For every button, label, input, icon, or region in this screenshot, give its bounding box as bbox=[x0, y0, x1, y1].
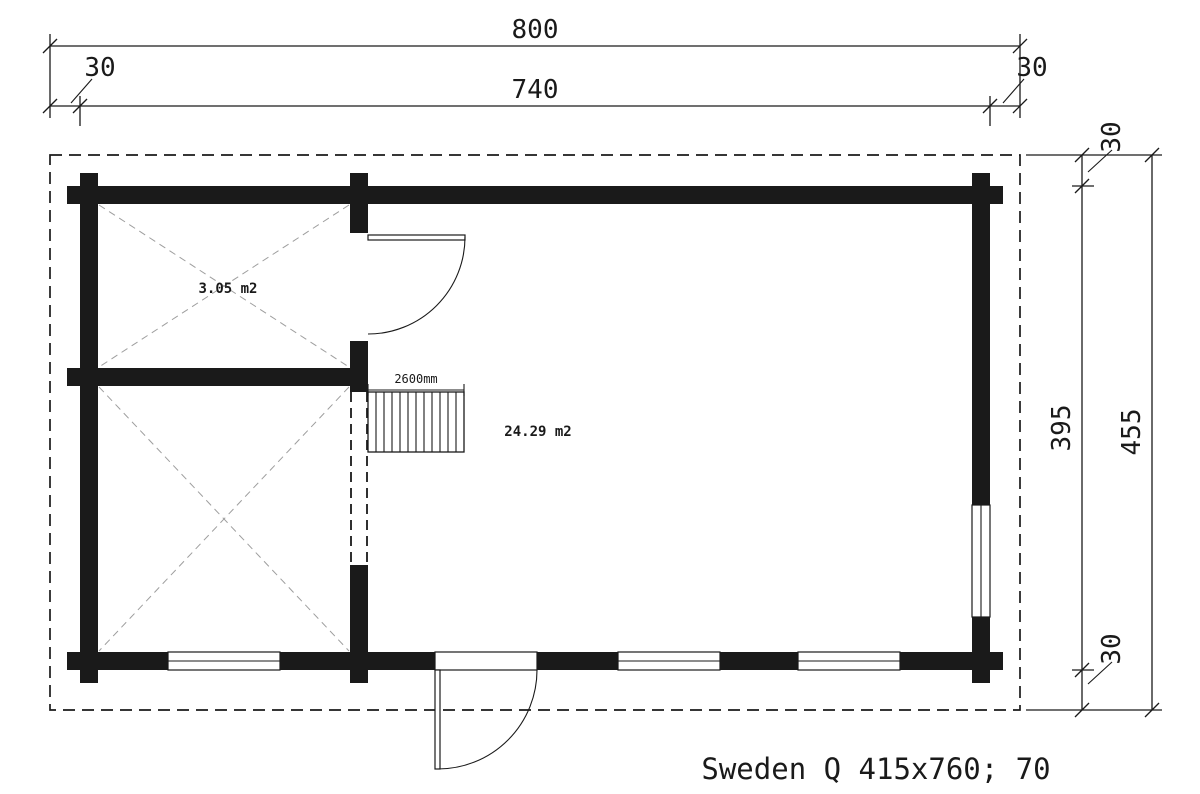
stairs-width-label: 2600mm bbox=[394, 372, 437, 386]
interior-walls bbox=[67, 173, 368, 683]
dim-slash bbox=[1144, 147, 1160, 163]
door-leaf bbox=[367, 234, 466, 241]
dim-slash bbox=[1144, 702, 1160, 718]
door-swing-arc bbox=[367, 236, 466, 335]
roof-overhang-outline bbox=[49, 154, 1021, 711]
dimension-right-segments: 395 30 30 bbox=[1047, 121, 1127, 718]
dim-top-total-label: 800 bbox=[512, 15, 559, 45]
dim-right-inner-label: 395 bbox=[1047, 405, 1077, 452]
dim-leader bbox=[1087, 149, 1113, 173]
staircase: 2600mm bbox=[367, 372, 465, 453]
window-bottom-2 bbox=[617, 651, 721, 671]
log-end bbox=[972, 670, 990, 683]
dim-top-left-overhang-label: 30 bbox=[84, 53, 115, 83]
dim-slash bbox=[1074, 702, 1090, 718]
dim-right-top-overhang-label: 30 bbox=[1097, 121, 1127, 152]
log-end bbox=[67, 368, 80, 386]
dim-slash bbox=[1074, 178, 1090, 194]
log-end bbox=[80, 670, 98, 683]
dim-slash bbox=[1074, 147, 1090, 163]
dim-slash bbox=[72, 98, 88, 114]
dim-leader bbox=[1002, 78, 1025, 104]
log-end bbox=[990, 186, 1003, 204]
dim-slash bbox=[1074, 662, 1090, 678]
dim-top-right-overhang-label: 30 bbox=[1016, 53, 1047, 83]
dim-slash bbox=[42, 38, 58, 54]
dimension-top-segments: 740 30 30 bbox=[42, 53, 1048, 114]
partition-horizontal bbox=[80, 368, 368, 386]
log-end bbox=[80, 173, 98, 186]
window-right bbox=[971, 504, 991, 618]
dimension-extension-lines bbox=[49, 34, 1162, 711]
dim-slash bbox=[1012, 98, 1028, 114]
entrance-door bbox=[434, 651, 538, 770]
dim-slash bbox=[1012, 38, 1028, 54]
dim-right-total-label: 455 bbox=[1117, 409, 1147, 456]
dim-right-bottom-overhang-label: 30 bbox=[1097, 633, 1127, 664]
main-room-area-label: 24.29 m2 bbox=[504, 424, 571, 440]
room-diagonals-top-left bbox=[98, 204, 350, 368]
plan-title: Sweden Q 415x760; 70 bbox=[701, 752, 1050, 786]
door-threshold bbox=[434, 651, 538, 671]
partition-segment bbox=[350, 173, 368, 233]
door-swing-arc bbox=[437, 669, 538, 770]
room-diagonals-bottom-left bbox=[98, 386, 350, 652]
wall-top bbox=[80, 186, 990, 204]
overhang-rect bbox=[49, 154, 1021, 711]
dim-slash bbox=[982, 98, 998, 114]
door-leaf bbox=[434, 669, 441, 770]
dim-slash bbox=[42, 98, 58, 114]
window-bottom-1 bbox=[167, 651, 281, 671]
log-end bbox=[67, 186, 80, 204]
diagonal-line bbox=[98, 204, 350, 368]
dimension-top-total: 800 bbox=[42, 15, 1028, 54]
dimension-right-total: 455 bbox=[1117, 147, 1160, 718]
window-bottom-3 bbox=[797, 651, 901, 671]
log-end bbox=[972, 173, 990, 186]
interior-door bbox=[367, 234, 466, 335]
dim-top-inner-label: 740 bbox=[512, 75, 559, 105]
diagonal-line bbox=[98, 386, 350, 652]
log-end bbox=[67, 652, 80, 670]
partition-segment bbox=[350, 565, 368, 683]
dim-leader bbox=[70, 78, 93, 104]
small-room-area-label: 3.05 m2 bbox=[198, 281, 257, 297]
wall-left bbox=[80, 186, 98, 670]
log-end bbox=[990, 652, 1003, 670]
dim-leader bbox=[1087, 661, 1113, 685]
